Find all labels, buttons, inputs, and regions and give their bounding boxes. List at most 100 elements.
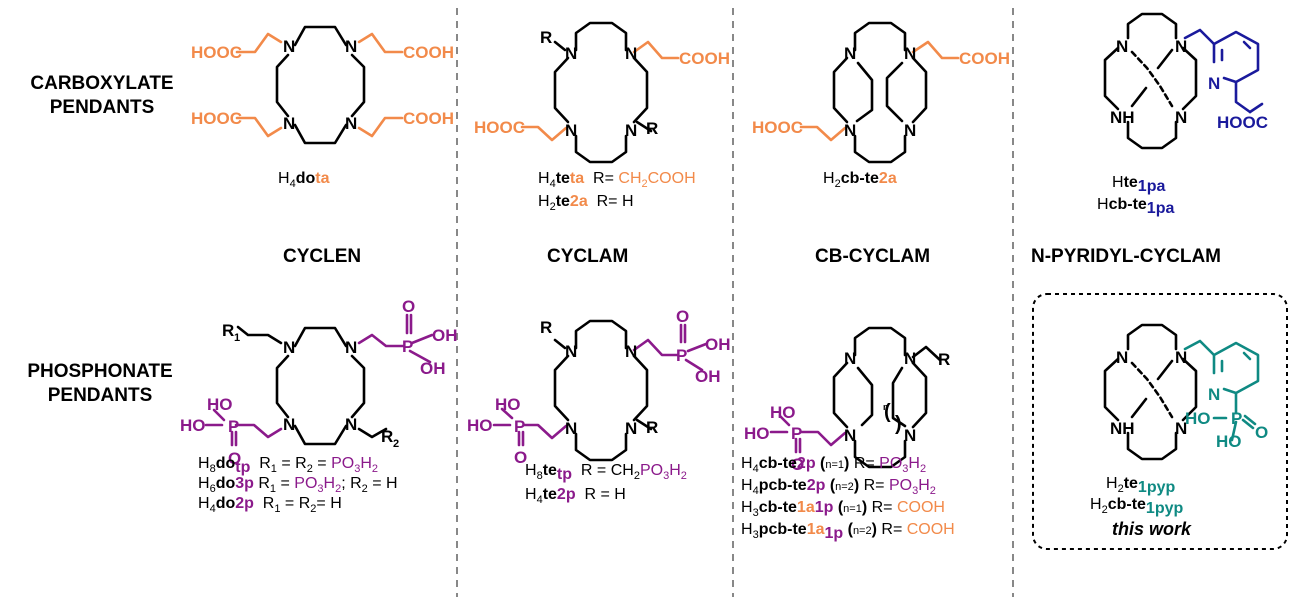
svg-text:NH: NH [1110, 419, 1135, 438]
label-h2cbte2a: H2cb-te2a [823, 170, 897, 191]
te1pa-bond-bottom [1126, 120, 1178, 150]
svg-text:N: N [565, 419, 577, 438]
svg-text:N: N [904, 426, 916, 445]
cbte2p-bond-right [911, 361, 928, 429]
svg-text:N: N [283, 415, 295, 434]
teta-bond-left [553, 56, 570, 124]
svg-text:N: N [1175, 419, 1187, 438]
heading-cyclen: CYCLEN [283, 246, 362, 267]
svg-text:O: O [228, 449, 241, 468]
svg-text:2: 2 [393, 438, 399, 450]
te1pa-bridge-a [1156, 48, 1174, 70]
svg-text:OH: OH [432, 326, 458, 345]
tetp-arm-tr [632, 338, 680, 357]
dotp-bond-top [293, 326, 348, 348]
svg-text:OH: OH [420, 359, 446, 378]
svg-text:N: N [283, 338, 295, 357]
cbte2p-bridge-1 [856, 366, 874, 427]
svg-text:N: N [565, 121, 577, 140]
heading-n-pyridyl-cyclam: N-PYRIDYL-CYCLAM [1031, 246, 1221, 267]
svg-text:COOH: COOH [403, 43, 454, 62]
svg-text:(: ( [884, 401, 891, 423]
tetp-bond-right [632, 354, 649, 422]
heading-cyclam: CYCLAM [547, 246, 629, 267]
svg-text:R: R [646, 418, 658, 437]
dotp-arm-tr [357, 333, 406, 348]
svg-text:n: n [883, 402, 889, 412]
svg-text:COOH: COOH [403, 109, 454, 128]
dota-arm-tr [357, 32, 404, 54]
dota-bond-right [350, 53, 366, 118]
svg-text:N: N [1208, 385, 1220, 404]
svg-text:COOH: COOH [679, 49, 730, 68]
svg-text:P: P [228, 417, 239, 436]
dota-bond-bottom [293, 123, 348, 145]
svg-text:N: N [625, 44, 637, 63]
dota-bond-left [275, 53, 290, 118]
te1pyp-bond-right [1181, 357, 1198, 422]
cbte2a-bridge-2 [885, 61, 904, 123]
nitrogen-atoms: N N N N N N N N N N N N N N NH N N N N N… [283, 37, 1220, 445]
cbte2p-bridge-2 [891, 366, 907, 428]
cbte2p-bond-left [832, 361, 849, 429]
dotp-arm-bl [234, 423, 283, 439]
te1pyp-bond-top [1126, 323, 1178, 351]
svg-text:OH: OH [705, 335, 731, 354]
label-h2te2a: H2te2a R= H [538, 193, 634, 214]
svg-text:HO: HO [1216, 432, 1242, 451]
svg-text:N: N [283, 114, 295, 133]
svg-text:N: N [345, 338, 357, 357]
svg-text:O: O [514, 448, 527, 467]
label-h2cbte1pyp: H2cb-te1pyp [1090, 496, 1184, 518]
te1pyp-bond-bottom [1126, 431, 1178, 461]
teta-bond-top [574, 21, 628, 52]
svg-text:N: N [345, 37, 357, 56]
svg-text:N: N [345, 415, 357, 434]
svg-text:HOOC: HOOC [752, 118, 803, 137]
tetp-r-top [553, 338, 567, 350]
svg-text:R: R [540, 28, 552, 47]
svg-text:N: N [1208, 74, 1220, 93]
svg-text:N: N [844, 349, 856, 368]
svg-text:HO: HO [744, 424, 770, 443]
tetp-bond-top [574, 319, 628, 350]
ring-bonds [204, 12, 1264, 469]
svg-text:R: R [222, 321, 234, 340]
picolinate-group: HOOC [1217, 113, 1268, 132]
svg-text:O: O [791, 455, 804, 474]
svg-text:P: P [1231, 409, 1242, 428]
this-work-caption: this work [1112, 519, 1192, 539]
svg-text:HOOC: HOOC [474, 118, 525, 137]
svg-text:N: N [1175, 348, 1187, 367]
tetp-bond-left [553, 354, 570, 422]
te1pa-bond-right [1181, 46, 1198, 111]
te1pyp-bond-left [1103, 357, 1120, 422]
svg-text:P: P [514, 417, 525, 436]
svg-text:HO: HO [467, 416, 493, 435]
teta-r-top [553, 40, 567, 52]
te1pyp-bridge-dashed [1130, 361, 1174, 419]
label-h8dotp: H8dotp R1 = R2 = PO3H2 [198, 455, 379, 477]
svg-text:R: R [540, 318, 552, 337]
svg-text:O: O [1255, 423, 1268, 442]
dotp-bond-left [275, 354, 290, 419]
label-hcbte1pa: Hcb-te1pa [1097, 196, 1175, 218]
svg-text:OH: OH [695, 367, 721, 386]
dotp-r2-arm [357, 427, 388, 439]
atom-n: N [283, 37, 295, 56]
svg-text:N: N [565, 342, 577, 361]
svg-text:O: O [676, 307, 689, 326]
svg-text:N: N [625, 419, 637, 438]
carboxylate-groups: HOOC COOH HOOC COOH COOH HOOC COOH HOOC [191, 43, 1010, 137]
svg-text:N: N [345, 114, 357, 133]
teta-bond-bottom [574, 134, 628, 164]
teta-bond-right [632, 56, 649, 124]
svg-text:N: N [904, 44, 916, 63]
svg-text:O: O [402, 297, 415, 316]
svg-text:COOH: COOH [959, 49, 1010, 68]
te1pyp-pyridine [1183, 339, 1260, 442]
teta-r-bottom [635, 120, 653, 133]
svg-text:N: N [1116, 348, 1128, 367]
